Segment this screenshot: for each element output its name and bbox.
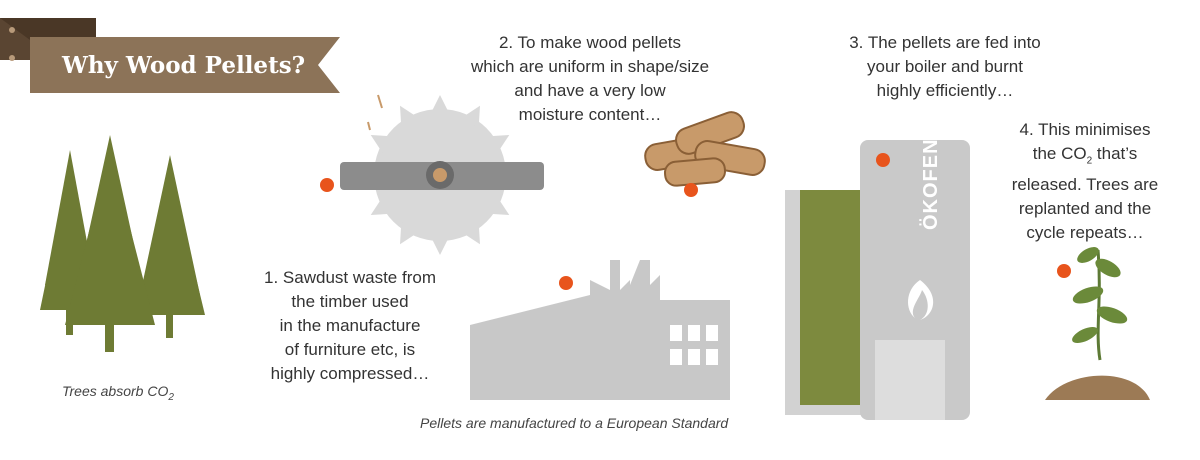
trees-caption-sub: 2 [168, 391, 174, 403]
step3-text: 3. The pellets are fed into your boiler … [820, 31, 1070, 103]
seedling-icon [1045, 247, 1150, 400]
factory-icon [470, 260, 730, 400]
trees-caption: Trees absorb CO2 [62, 383, 174, 403]
step2-line: which are uniform in shape/size [470, 57, 710, 76]
step4-co2-sub: 2 [1086, 155, 1093, 167]
step-marker-pellets [684, 183, 698, 197]
step1-line: of furniture etc, is [284, 340, 416, 359]
step4-line: cycle repeats… [1026, 223, 1144, 243]
step-marker-boiler [876, 153, 890, 167]
step4-line: 4. This minimises [1019, 120, 1151, 139]
pellets-caption: Pellets are manufactured to a European S… [420, 415, 729, 431]
tree-icon [40, 135, 205, 352]
step4-text: 4. This minimises the CO2 that’s release… [1000, 118, 1170, 245]
step1-line: 1. Sawdust waste from [264, 268, 436, 287]
step3-line: your boiler and burnt [867, 57, 1023, 76]
step3-line: highly efficiently… [876, 81, 1014, 100]
step4-co2-pre: the CO [1032, 144, 1087, 163]
page-title: Why Wood Pellets? [62, 51, 306, 79]
title-ribbon-icon [0, 18, 340, 93]
step2-line: moisture content… [518, 105, 662, 124]
wood-pellets-icon [644, 111, 766, 187]
step1-text: 1. Sawdust waste from the timber used in… [250, 266, 450, 386]
step1-line: highly compressed… [270, 364, 430, 383]
boiler-icon [785, 140, 970, 420]
step1-line: in the manufacture [279, 316, 421, 335]
step2-line: and have a very low [514, 81, 666, 100]
step4-line-co2: the CO2 that’s [1000, 142, 1170, 173]
step4-line: replanted and the [1018, 199, 1152, 219]
step2-text: 2. To make wood pellets which are unifor… [440, 31, 740, 127]
saw-blade-icon [340, 94, 544, 255]
step4-co2-post: that’s [1092, 144, 1138, 163]
step3-line: 3. The pellets are fed into [849, 33, 1041, 52]
step4-line: released. Trees are [1011, 175, 1159, 195]
boiler-brand: ÖKOFEN [920, 138, 942, 230]
step2-line: 2. To make wood pellets [498, 33, 682, 52]
trees-caption-text: Trees absorb CO [62, 383, 169, 399]
step1-line: the timber used [291, 292, 409, 311]
step-marker-seedling [1057, 264, 1071, 278]
step-marker-trees [320, 178, 334, 192]
flame-icon [908, 280, 934, 320]
step-marker-factory [559, 276, 573, 290]
